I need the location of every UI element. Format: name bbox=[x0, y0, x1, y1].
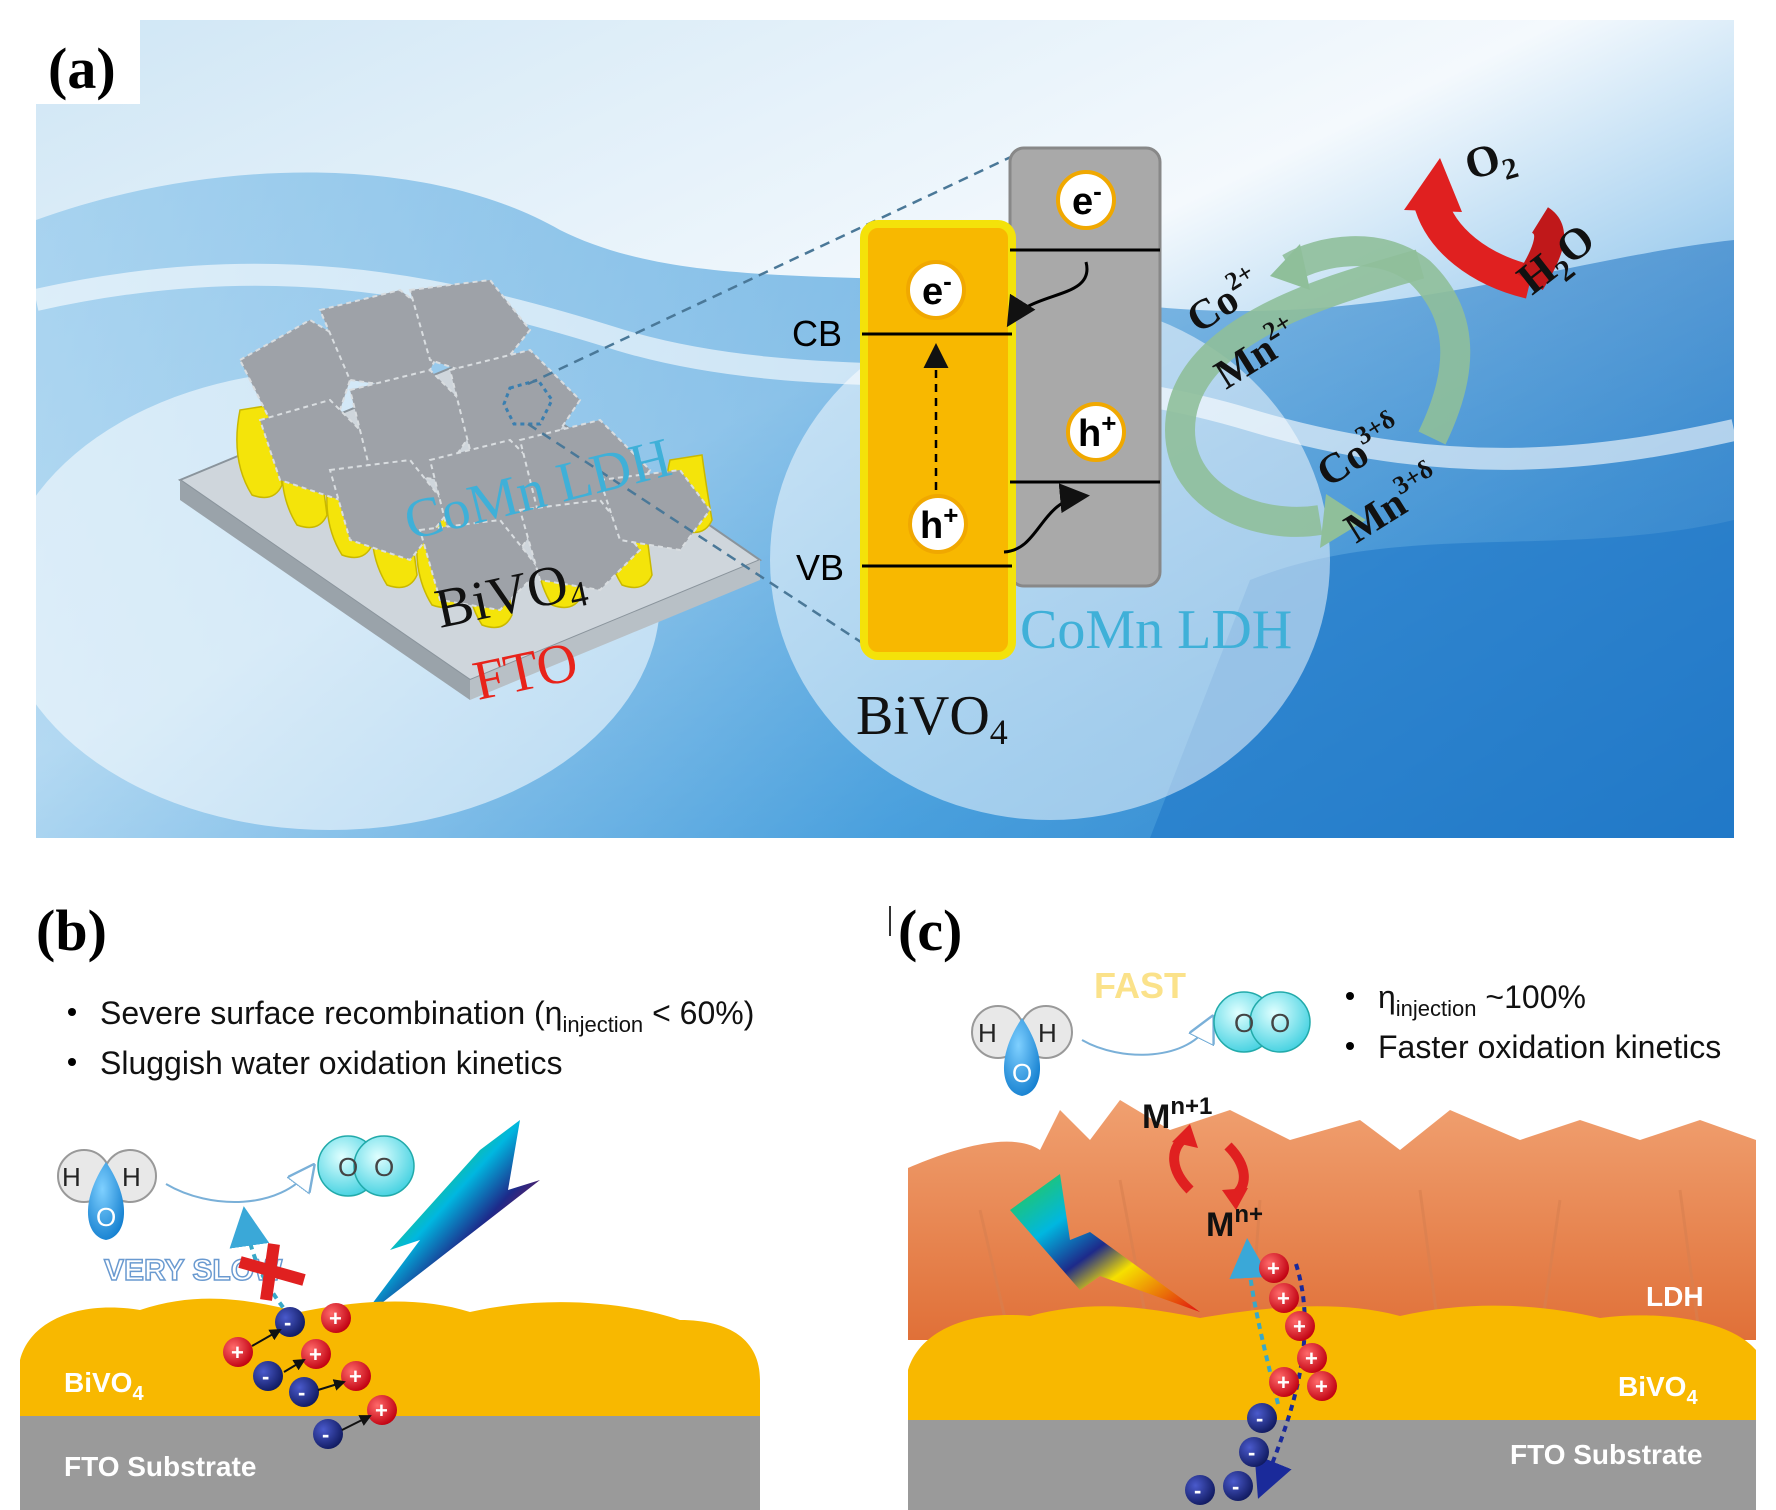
svg-text:e-: e- bbox=[922, 266, 952, 313]
bivo4-hole: h+ bbox=[908, 494, 968, 554]
svg-text:-: - bbox=[262, 1364, 269, 1389]
svg-text:-: - bbox=[322, 1422, 329, 1447]
o2-molecule-c: O O bbox=[1213, 991, 1311, 1053]
svg-text:+: + bbox=[1315, 1374, 1328, 1399]
svg-text:+: + bbox=[1305, 1346, 1318, 1371]
block-cross-v bbox=[260, 1243, 280, 1301]
charge-pairs-b bbox=[223, 1303, 397, 1449]
fto-layer-b bbox=[20, 1416, 760, 1510]
band-ldh-label: CoMn LDH bbox=[1020, 599, 1292, 661]
h2o-arrow-tail bbox=[1517, 207, 1564, 290]
svg-text:-: - bbox=[1194, 1478, 1201, 1503]
fto-layer-c bbox=[908, 1420, 1756, 1510]
panel-c: (c) FAST H H O O O ηinjection ~100% Fast… bbox=[889, 898, 1756, 1510]
svg-text:+: + bbox=[1293, 1314, 1306, 1339]
svg-text:O: O bbox=[374, 1152, 394, 1182]
redox-arrow-down-head bbox=[1222, 1188, 1248, 1210]
fast-label: FAST bbox=[1094, 965, 1186, 1006]
svg-text:+: + bbox=[231, 1340, 244, 1365]
svg-text:+: + bbox=[349, 1364, 362, 1389]
panel-c-bullet-1: ηinjection ~100% bbox=[1378, 979, 1586, 1021]
panel-b-bullet-2: Sluggish water oxidation kinetics bbox=[100, 1045, 562, 1081]
bivo4-layer-b bbox=[20, 1298, 760, 1416]
bivo4-label-b: BiVO4 bbox=[64, 1367, 144, 1405]
mn-label: Mn+ bbox=[1206, 1201, 1263, 1244]
o2-arrow-head bbox=[1404, 158, 1462, 212]
ldh-flakes bbox=[238, 278, 712, 612]
svg-text:+: + bbox=[329, 1306, 342, 1331]
svg-text:+: + bbox=[1277, 1286, 1290, 1311]
panel-b-label: (b) bbox=[36, 898, 107, 963]
bivo4-layer-c bbox=[908, 1305, 1756, 1420]
zoom-region bbox=[502, 378, 554, 426]
water-to-o2-arrow bbox=[165, 1170, 310, 1203]
panel-b: (b) Severe surface recombination (ηinjec… bbox=[20, 898, 760, 1510]
svg-text:H: H bbox=[1038, 1018, 1057, 1048]
water-molecule: H H O bbox=[57, 1149, 157, 1240]
svg-text:e-: e- bbox=[1072, 176, 1102, 223]
svg-text:-: - bbox=[284, 1310, 291, 1335]
svg-text:O: O bbox=[1234, 1008, 1254, 1038]
water-to-o2-arrow-c bbox=[1081, 1022, 1210, 1056]
svg-text:-: - bbox=[1248, 1440, 1255, 1465]
charge-signs-c: + + + + + + - - - - bbox=[1194, 1256, 1328, 1503]
zoom-line-top bbox=[527, 146, 1031, 386]
bullet-dot bbox=[68, 1058, 76, 1066]
svg-text:+: + bbox=[375, 1398, 388, 1423]
o2-arrow-body bbox=[1413, 194, 1535, 299]
electron-path-c bbox=[1254, 1263, 1307, 1499]
hole-transfer-arrow bbox=[1003, 483, 1090, 554]
cycle-arrow-left bbox=[1164, 249, 1425, 537]
bivo4-electron: e- bbox=[906, 260, 966, 320]
svg-text:h+: h+ bbox=[1078, 408, 1116, 455]
panel-b-bullet-1: Severe surface recombination (ηinjection… bbox=[100, 995, 754, 1037]
svg-text:+: + bbox=[309, 1342, 322, 1367]
cycle-arrow-right-head bbox=[1270, 244, 1310, 290]
svg-text:h+: h+ bbox=[920, 500, 958, 547]
mn1-label: Mn+1 bbox=[1142, 1093, 1212, 1136]
svg-text:+: + bbox=[1277, 1370, 1290, 1395]
cycle-arrow-right bbox=[1282, 236, 1471, 445]
fto-label-c: FTO Substrate bbox=[1510, 1439, 1702, 1470]
light-bolt bbox=[360, 1120, 540, 1320]
panel-a-label: (a) bbox=[48, 36, 116, 101]
svg-text:O: O bbox=[338, 1152, 358, 1182]
o2-molecule: O O bbox=[317, 1135, 415, 1197]
fto-label-b: FTO Substrate bbox=[64, 1451, 256, 1482]
electron-transfer-arrow bbox=[1006, 261, 1089, 328]
svg-text:-: - bbox=[298, 1380, 305, 1405]
ldh-label-c: LDH bbox=[1646, 1281, 1704, 1312]
light-bolt-c bbox=[1010, 1174, 1200, 1312]
band-bivo4-label: BiVO4 bbox=[856, 685, 1008, 752]
zoom-line-bottom bbox=[527, 422, 871, 650]
vb-label: VB bbox=[796, 547, 844, 588]
svg-text:O: O bbox=[1270, 1008, 1290, 1038]
svg-text:H: H bbox=[978, 1018, 997, 1048]
panel-a: (a) bbox=[0, 20, 1737, 838]
svg-text:O: O bbox=[96, 1202, 116, 1232]
svg-text:-: - bbox=[1256, 1406, 1263, 1431]
redox-arrow-up-head bbox=[1172, 1124, 1198, 1148]
cb-label: CB bbox=[792, 313, 842, 354]
ldh-electron: e- bbox=[1056, 170, 1116, 230]
svg-text:-: - bbox=[1232, 1474, 1239, 1499]
bivo4-label-c: BiVO4 bbox=[1618, 1371, 1698, 1409]
charge-signs-b: - + + - + - + - + bbox=[231, 1306, 388, 1447]
svg-text:+: + bbox=[1267, 1256, 1280, 1281]
cycle-arrow-left-head bbox=[1320, 494, 1366, 548]
svg-text:H: H bbox=[62, 1162, 81, 1192]
panel-c-label: (c) bbox=[898, 898, 962, 963]
svg-text:H: H bbox=[122, 1162, 141, 1192]
ldh-hole: h+ bbox=[1066, 402, 1126, 462]
panel-c-bullet-2: Faster oxidation kinetics bbox=[1378, 1029, 1721, 1065]
charges-c bbox=[1185, 1253, 1337, 1505]
water-molecule-c: H H O bbox=[971, 1005, 1073, 1096]
bullet-dot bbox=[68, 1008, 76, 1016]
bullet-dot bbox=[1346, 992, 1354, 1000]
panel-a-label-box bbox=[36, 20, 140, 104]
bivo4-band-block bbox=[860, 220, 1016, 660]
svg-text:O: O bbox=[1012, 1058, 1032, 1088]
bullet-dot bbox=[1346, 1042, 1354, 1050]
